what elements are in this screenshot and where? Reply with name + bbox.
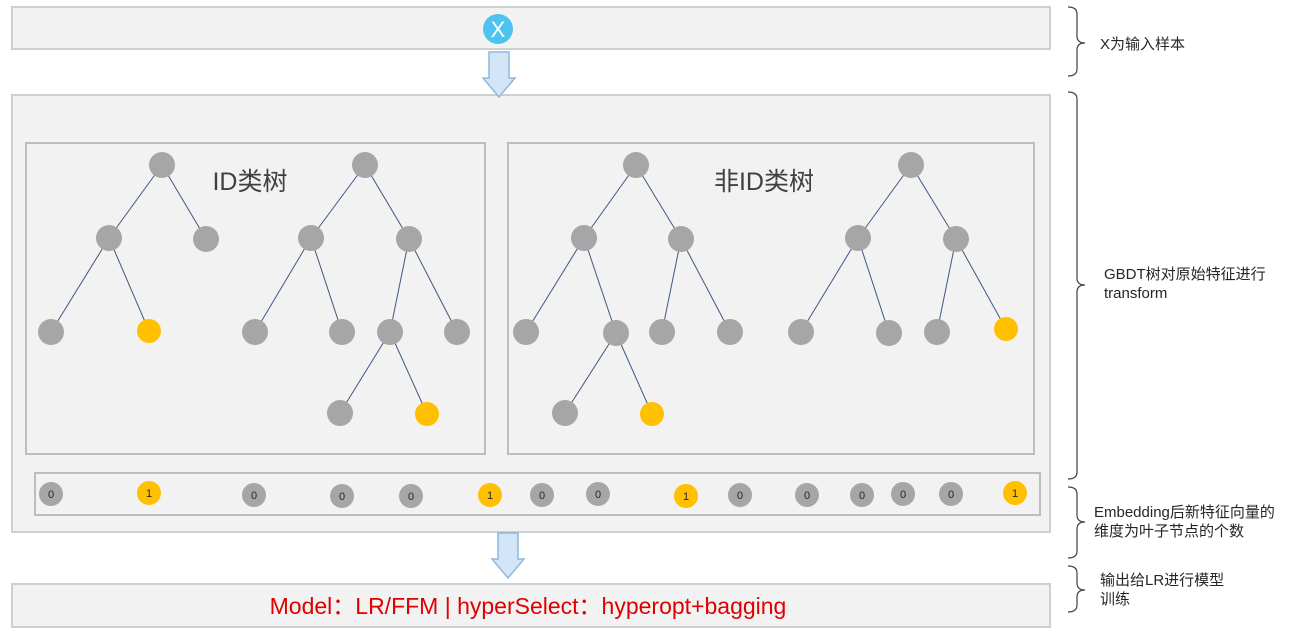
tree-node xyxy=(149,152,175,178)
tree-node xyxy=(898,152,924,178)
tree-node-active xyxy=(994,317,1018,341)
tree-node xyxy=(943,226,969,252)
leaf-value-zero xyxy=(530,483,554,507)
leaf-value-label: 1 xyxy=(146,488,152,500)
tree-node xyxy=(242,319,268,345)
leaf-value-label: 1 xyxy=(683,491,689,503)
leaf-value-label: 0 xyxy=(339,491,345,503)
leaf-value-one xyxy=(1003,481,1027,505)
annotation-line: GBDT树对原始特征进行 xyxy=(1104,266,1266,283)
leaf-value-label: 0 xyxy=(408,491,414,503)
leaf-value-zero xyxy=(891,482,915,506)
annotation-line: 输出给LR进行模型 xyxy=(1100,572,1224,589)
brace-1 xyxy=(1067,6,1086,77)
leaf-value-label: 0 xyxy=(539,490,545,502)
leaf-value-zero xyxy=(330,484,354,508)
tree-node-active xyxy=(137,319,161,343)
down-arrow-1 xyxy=(481,51,517,99)
tree-node xyxy=(352,152,378,178)
leaf-value-zero xyxy=(939,482,963,506)
leaf-value-label: 0 xyxy=(595,489,601,501)
brace-4 xyxy=(1067,565,1086,613)
leaf-value-zero xyxy=(728,483,752,507)
input-panel xyxy=(11,6,1051,50)
leaf-value-zero xyxy=(795,483,819,507)
tree-node xyxy=(329,319,355,345)
id-trees-box xyxy=(25,142,486,455)
annotation-line: X为输入样本 xyxy=(1100,36,1185,53)
annotation-output: 输出给LR进行模型 训练 xyxy=(1100,572,1228,608)
leaf-value-one xyxy=(478,483,502,507)
tree-node xyxy=(668,226,694,252)
leaf-value-label: 0 xyxy=(859,490,865,502)
annotation-line: 维度为叶子节点的个数 xyxy=(1094,523,1244,540)
leaf-value-one xyxy=(674,484,698,508)
annotation-line: Embedding后新特征向量的 xyxy=(1094,504,1275,521)
leaf-value-label: 1 xyxy=(1012,488,1018,500)
leaf-value-label: 0 xyxy=(737,490,743,502)
braces xyxy=(1067,6,1086,613)
tree-node xyxy=(396,226,422,252)
input-node-label: X xyxy=(491,17,506,42)
annotation-gbdt: GBDT树对原始特征进行 transform xyxy=(1104,266,1270,302)
leaf-value-one xyxy=(137,481,161,505)
tree-node xyxy=(845,225,871,251)
model-panel xyxy=(11,583,1051,628)
tree-node xyxy=(513,319,539,345)
leaf-value-label: 1 xyxy=(487,490,493,502)
tree-node-active xyxy=(640,402,664,426)
tree-node xyxy=(571,225,597,251)
leaf-value-label: 0 xyxy=(804,490,810,502)
tree-node xyxy=(444,319,470,345)
tree-node xyxy=(717,319,743,345)
leaf-value-zero xyxy=(39,482,63,506)
tree-node xyxy=(552,400,578,426)
tree-node xyxy=(298,225,324,251)
down-arrow-2 xyxy=(490,532,526,580)
tree-node xyxy=(623,152,649,178)
tree-node xyxy=(603,320,629,346)
tree-node xyxy=(788,319,814,345)
tree-node xyxy=(327,400,353,426)
leaf-value-label: 0 xyxy=(948,489,954,501)
tree-node xyxy=(193,226,219,252)
leaf-vector: 0 1 0 0 0 1 0 0 1 0 0 0 0 0 1 xyxy=(39,481,1027,508)
annotation-line: 训练 xyxy=(1100,591,1130,608)
tree-node xyxy=(876,320,902,346)
tree-node xyxy=(96,225,122,251)
annotation-line: transform xyxy=(1104,285,1167,302)
annotation-embedding: Embedding后新特征向量的 维度为叶子节点的个数 xyxy=(1094,504,1279,540)
tree-edges xyxy=(50,164,1007,415)
leaf-value-zero xyxy=(850,483,874,507)
tree-node-active xyxy=(415,402,439,426)
leaf-value-label: 0 xyxy=(48,489,54,501)
brace-3 xyxy=(1067,486,1086,559)
nonid-trees-label: 非ID类树 xyxy=(714,168,814,196)
brace-2 xyxy=(1067,91,1086,480)
tree-node xyxy=(924,319,950,345)
leaf-value-zero xyxy=(242,483,266,507)
leaf-value-label: 0 xyxy=(251,490,257,502)
model-text: Model：LR/FFM | hyperSelect：hyperopt+bagg… xyxy=(270,593,787,619)
id-trees-label: ID类树 xyxy=(212,168,287,196)
leaf-value-label: 0 xyxy=(900,489,906,501)
input-node xyxy=(483,14,513,44)
tree-nodes xyxy=(38,152,1018,426)
tree-node xyxy=(38,319,64,345)
tree-node xyxy=(377,319,403,345)
nonid-trees-box xyxy=(507,142,1035,455)
annotation-input: X为输入样本 xyxy=(1100,36,1185,53)
leaf-value-zero xyxy=(586,482,610,506)
leaf-value-zero xyxy=(399,484,423,508)
tree-node xyxy=(649,319,675,345)
